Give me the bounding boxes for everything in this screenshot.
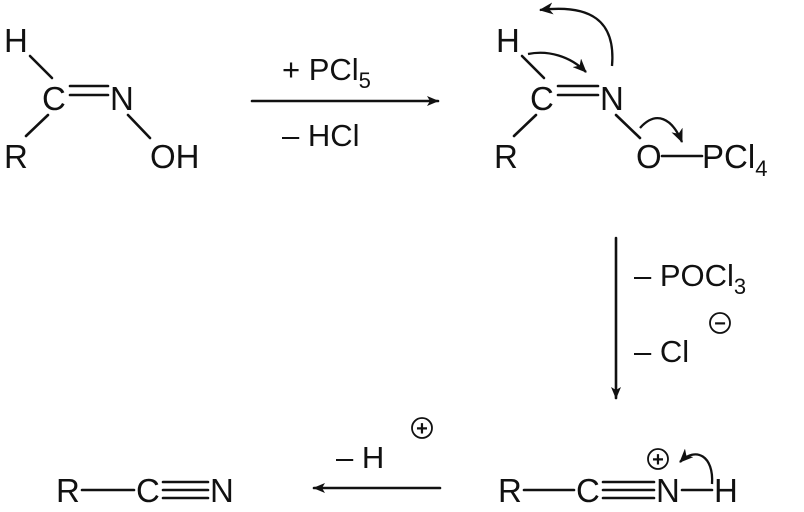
bond-n-o bbox=[614, 113, 642, 140]
step2-reagent-first: – POCl3 bbox=[634, 258, 746, 299]
curly-arrow-nh-to-n bbox=[679, 448, 714, 485]
bond-c-r bbox=[512, 113, 538, 138]
atom-h: H bbox=[496, 22, 520, 59]
atom-pcl4: PCl4 bbox=[702, 138, 767, 181]
step2-reagent-second: – Cl bbox=[634, 334, 689, 369]
chloride-minus-charge: − bbox=[709, 312, 731, 335]
bond-c-r bbox=[24, 113, 50, 138]
atom-c: C bbox=[576, 472, 600, 509]
atom-h: H bbox=[4, 22, 28, 59]
bond-n-o bbox=[126, 113, 152, 140]
proton-plus-charge: + bbox=[411, 417, 433, 440]
svg-text:−: − bbox=[714, 313, 726, 335]
svg-text:+: + bbox=[652, 449, 664, 471]
atom-n: N bbox=[656, 472, 680, 509]
step3-arrow-group: – H + bbox=[312, 417, 442, 493]
activated-oxime-molecule: H C N R O PCl4 bbox=[494, 2, 767, 181]
step1-reagent-below: – HCl bbox=[282, 118, 360, 153]
atom-n: N bbox=[110, 80, 134, 117]
atom-h: H bbox=[714, 472, 738, 509]
curly-arrow-n-to-h bbox=[539, 2, 614, 67]
bond-h-c bbox=[28, 54, 54, 80]
step3-reagent: – H bbox=[336, 440, 384, 475]
atom-n: N bbox=[210, 472, 234, 509]
nitrogen-plus-charge: + bbox=[647, 448, 669, 471]
atom-n: N bbox=[600, 80, 624, 117]
nitrile-molecule: R C N bbox=[56, 472, 234, 509]
atom-c: C bbox=[530, 80, 554, 117]
step1-arrow-group: + PCl5 – HCl bbox=[250, 52, 440, 153]
nitrilium-molecule: R C N H + bbox=[498, 448, 738, 509]
svg-text:+: + bbox=[416, 418, 428, 440]
step1-reagent-above: + PCl5 bbox=[282, 52, 371, 93]
bond-h-c bbox=[520, 54, 546, 80]
aldoxime-molecule: H C N R OH bbox=[4, 22, 200, 175]
atom-r: R bbox=[498, 472, 522, 509]
atom-oh: OH bbox=[150, 138, 200, 175]
atom-r: R bbox=[4, 138, 28, 175]
step2-arrow-group: – POCl3 – Cl − bbox=[611, 236, 746, 400]
atom-r: R bbox=[56, 472, 80, 509]
atom-o: O bbox=[636, 138, 662, 175]
curly-arrow-no-to-op bbox=[639, 117, 684, 143]
atom-c: C bbox=[136, 472, 160, 509]
atom-r: R bbox=[494, 138, 518, 175]
curly-arrow-ch-to-cn bbox=[527, 51, 587, 73]
atom-c: C bbox=[42, 80, 66, 117]
